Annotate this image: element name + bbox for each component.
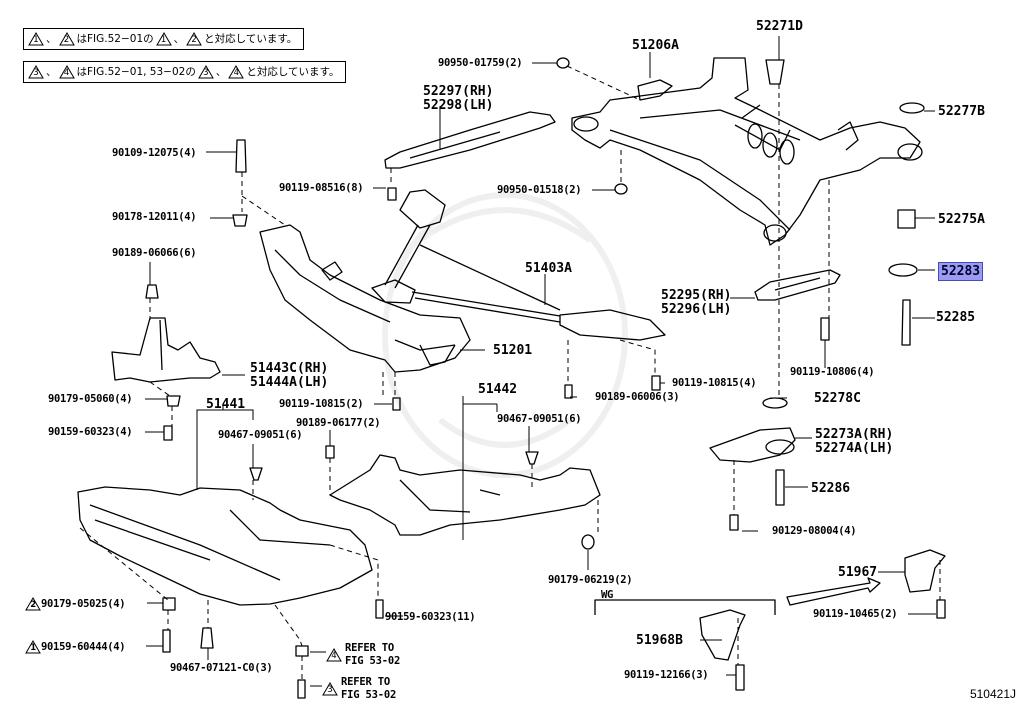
part-label[interactable]: 90467-07121-C0(3) <box>170 662 273 674</box>
part-label[interactable]: 90189-06177(2) <box>296 417 381 429</box>
part-label[interactable]: 90159-60323(4) <box>48 426 133 438</box>
part-label[interactable]: 90119-10815(4) <box>672 377 757 389</box>
part-label[interactable]: 51403A <box>525 261 572 276</box>
watermark-logo <box>382 192 628 478</box>
part-label[interactable]: 90119-10815(2) <box>279 398 364 410</box>
part-label[interactable]: 90178-12011(4) <box>112 211 197 223</box>
part-label-rh[interactable]: 52297(RH) <box>423 84 494 99</box>
part-label-with-marker[interactable]: 1 90159-60444(4) <box>25 640 126 654</box>
part-label[interactable]: 51206A <box>632 38 679 53</box>
part-label-rh[interactable]: 51443C(RH) <box>250 361 329 376</box>
arrow-51968B-to-51967 <box>786 577 881 606</box>
part-label-with-marker[interactable]: 2 90179-05025(4) <box>25 597 126 611</box>
part-label[interactable]: 90159-60323(11) <box>385 611 476 623</box>
note-text: と対応しています。 <box>246 66 340 78</box>
part-label[interactable]: 90119-10465(2) <box>813 608 898 620</box>
part-label[interactable]: 90467-09051(6) <box>497 413 582 425</box>
part-label[interactable]: 90950-01759(2) <box>438 57 523 69</box>
triangle-marker-icon: 2 <box>25 597 41 611</box>
triangle-marker-icon: 1 <box>28 32 44 46</box>
part-label[interactable]: 52286 <box>811 481 851 496</box>
brace-51403A-drawing <box>371 189 666 341</box>
part-label[interactable]: 90119-10806(4) <box>790 366 875 378</box>
part-label[interactable]: 51442 <box>478 382 518 397</box>
part-label-lh[interactable]: 52296(LH) <box>661 302 732 317</box>
part-label-lh[interactable]: 52298(LH) <box>423 98 494 113</box>
part-label-rh[interactable]: 52273A(RH) <box>815 427 894 442</box>
part-label[interactable]: 51968B <box>636 633 683 648</box>
hardware-glyphs <box>145 57 946 699</box>
part-label[interactable]: 90119-12166(3) <box>624 669 709 681</box>
part-label-rh[interactable]: 52295(RH) <box>661 288 732 303</box>
bracket-51967-drawing <box>904 549 946 593</box>
triangle-marker-icon: 3 <box>322 682 338 696</box>
part-label[interactable]: 51441 <box>206 397 246 412</box>
triangle-marker-icon: 2 <box>58 32 75 46</box>
note-box-3-4: 3 、 4 はFIG.52−01, 53−02の 3 、 4 と対応しています。 <box>23 61 347 83</box>
part-label[interactable]: 90129-08004(4) <box>772 525 857 537</box>
part-label[interactable]: 90467-09051(6) <box>218 429 303 441</box>
part-label[interactable]: 52285 <box>936 310 976 325</box>
part-label-lh[interactable]: 52274A(LH) <box>815 441 894 456</box>
leader-lines <box>145 36 936 687</box>
triangle-marker-icon: 2 <box>186 32 203 46</box>
part-label[interactable]: 90109-12075(4) <box>112 147 197 159</box>
part-label[interactable]: 90179-06219(2) <box>548 574 633 586</box>
note-box-1-2: 1 、 2 はFIG.52−01の 1 、 2 と対応しています。 <box>23 28 305 50</box>
triangle-marker-icon: 4 <box>58 65 75 79</box>
part-label[interactable]: 90179-05060(4) <box>48 393 133 405</box>
wg-group-bracket <box>594 599 776 615</box>
assembly-dashed-lines <box>79 65 941 680</box>
part-label-lh[interactable]: 51444A(LH) <box>250 375 329 390</box>
part-label[interactable]: 90950-01518(2) <box>497 184 582 196</box>
front-subframe-drawing <box>259 224 471 373</box>
part-label[interactable]: 52275A <box>938 212 985 227</box>
figure-id: 510421J <box>969 687 1016 701</box>
part-label[interactable]: 90189-06066(6) <box>112 247 197 259</box>
part-label[interactable]: 51443C(RH) 51444A(LH) <box>250 362 328 390</box>
side-cover-51443C-drawing <box>111 317 221 383</box>
part-label[interactable]: 52297(RH) 52298(LH) <box>423 85 493 113</box>
refer-text[interactable]: REFER TO FIG 53-02 <box>345 642 401 667</box>
part-label[interactable]: 52295(RH) 52296(LH) <box>661 289 731 317</box>
plate-52297-drawing <box>384 111 556 169</box>
part-label-highlighted[interactable]: 52283 <box>938 262 984 281</box>
part-label[interactable]: 52277B <box>938 104 985 119</box>
under-cover-51441-drawing <box>77 486 373 606</box>
wg-group-label: WG <box>601 589 614 601</box>
triangle-marker-icon: 1 <box>155 32 172 46</box>
plate-52295-drawing <box>754 269 841 301</box>
rear-subframe-drawing <box>571 57 923 246</box>
triangle-marker-icon: 4 <box>228 65 245 79</box>
refer-to-fig-3[interactable]: 3 REFER TO FIG 53-02 <box>322 676 396 702</box>
triangle-marker-icon: 3 <box>197 65 214 79</box>
under-cover-51442-drawing <box>329 454 601 536</box>
part-label[interactable]: 51967 <box>838 565 878 580</box>
mount-52273A-drawing <box>709 427 796 463</box>
refer-to-fig-4[interactable]: 4 REFER TO FIG 53-02 <box>326 642 400 668</box>
note-text: と対応しています。 <box>204 33 298 45</box>
triangle-marker-icon: 1 <box>25 640 41 654</box>
part-label[interactable]: 52278C <box>814 391 861 406</box>
triangle-marker-icon: 4 <box>326 648 342 662</box>
part-label[interactable]: 90189-06006(3) <box>595 391 680 403</box>
part-label[interactable]: 52271D <box>756 19 803 34</box>
bracket-51968B-drawing <box>699 609 746 661</box>
part-label[interactable]: 51201 <box>493 343 533 358</box>
note-text: はFIG.52−01, 53−02の <box>76 66 196 78</box>
refer-text[interactable]: REFER TO FIG 53-02 <box>341 676 397 701</box>
note-text: はFIG.52−01の <box>76 33 154 45</box>
triangle-marker-icon: 3 <box>28 65 44 79</box>
part-label[interactable]: 90119-08516(8) <box>279 182 364 194</box>
part-label[interactable]: 52273A(RH) 52274A(LH) <box>815 428 893 456</box>
